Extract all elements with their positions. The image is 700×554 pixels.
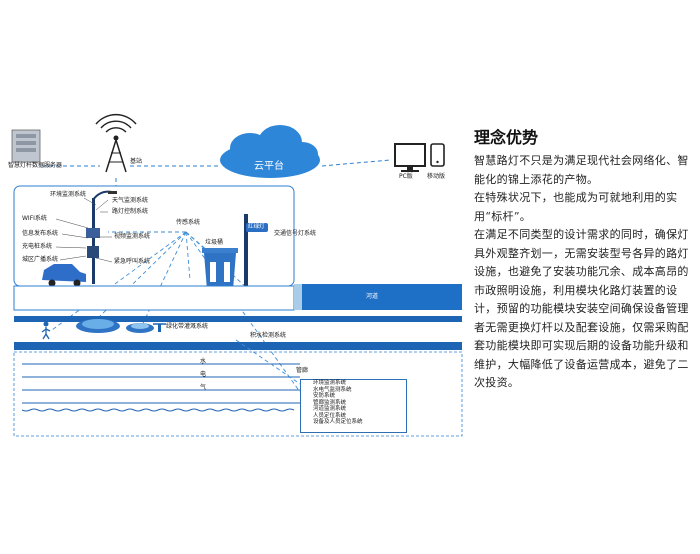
- pipe-water-label: 水: [200, 358, 207, 365]
- pc-label: PC版: [399, 173, 413, 180]
- subsystem-item: 设备及人员定位系统: [313, 419, 363, 425]
- env-monitor-label: 环境监测系统: [50, 191, 87, 198]
- traffic-light-pole-icon: [244, 214, 248, 286]
- river-bank: [294, 284, 302, 310]
- cloud-label: 云平台: [254, 161, 284, 172]
- river-label: 河道: [366, 293, 379, 300]
- subsystem-item: 管廊监测系统: [313, 399, 347, 406]
- water-level-label: 积水检测系统: [250, 332, 287, 339]
- article-paragraph-2: 在特殊状况下，也能成为可就地利用的实用“标杆”。: [474, 191, 678, 223]
- server-label: 智慧灯杆数据服务器: [8, 162, 63, 169]
- subsystem-item: 人员定位系统: [313, 412, 347, 419]
- video-monitor-label: 视频监测系统: [114, 233, 151, 240]
- info-publish-label: 信息发布系统: [22, 230, 59, 237]
- subsystem-item: 河道监测系统: [313, 406, 347, 412]
- water-sensor-icon: [126, 323, 154, 333]
- subsystem-item: 环境监测系统: [313, 380, 347, 386]
- charging-label: 充电桩系统: [22, 243, 53, 250]
- red-light-sign: 红绿灯: [248, 224, 265, 230]
- sensor-label: 传感系统: [176, 219, 201, 226]
- article-paragraph-3: 在满足不同类型的设计需求的同时，确保灯具外观整齐划一，无需安装型号各异的路灯设施…: [474, 228, 689, 389]
- article-paragraph-1: 智慧路灯不只是为满足现代社会网络化、智能化的锦上添花的产物。: [474, 154, 689, 186]
- cloud-icon: [220, 125, 320, 178]
- subsystem-item: 水电气监测系统: [313, 386, 352, 393]
- underground-frame: [13, 351, 463, 437]
- manhole-icon: [76, 319, 120, 333]
- subsystem-item: 安防系统: [313, 393, 336, 399]
- wifi-label: WIFI系统: [22, 215, 47, 222]
- base-station-label: 基站: [130, 158, 143, 165]
- subsystem-list-box: 环境监测系统 水电气监测系统 安防系统 管廊监测系统 河道监测系统 人员定位系统…: [300, 379, 407, 433]
- river-band: [302, 284, 462, 310]
- green-irrigation-label: 绿化带灌溉系统: [166, 323, 209, 330]
- trash-label: 垃圾桶: [205, 239, 224, 246]
- pc-icon: [394, 143, 426, 172]
- pole-label-leaders: [55, 197, 113, 263]
- underground-band: [14, 342, 462, 350]
- weather-label: 天气监测系统: [112, 197, 149, 204]
- pipe-electric-label: 电: [200, 371, 207, 378]
- network-links: [42, 159, 391, 186]
- mobile-label: 移动版: [427, 173, 446, 180]
- pipe-gas-label: 气: [200, 384, 207, 391]
- sprinkler-icon: [153, 323, 166, 332]
- traffic-light-label: 交通信号灯系统: [274, 230, 317, 237]
- road-band: [13, 285, 295, 311]
- pipe-corridor-label: 管廊: [296, 367, 309, 374]
- broadcast-label: 城区广播系统: [22, 256, 59, 263]
- mobile-icon: [430, 143, 445, 167]
- smart-pole-icon: [86, 190, 117, 284]
- subsystem-link: [235, 339, 301, 385]
- pedestrian-icon: [41, 321, 51, 340]
- base-station-icon: [95, 113, 137, 173]
- server-icon: [11, 129, 41, 163]
- pipe-lines: [21, 363, 300, 412]
- emergency-call-label: 紧急呼叫系统: [114, 258, 151, 265]
- street-light-control-label: 路灯控制系统: [112, 208, 149, 215]
- trash-bin-icon: [202, 248, 238, 290]
- article-heading: 理念优势: [474, 128, 539, 147]
- red-light-sign-bg: [246, 223, 268, 232]
- car-icon: [42, 264, 86, 287]
- sidewalk-strip: [14, 316, 462, 322]
